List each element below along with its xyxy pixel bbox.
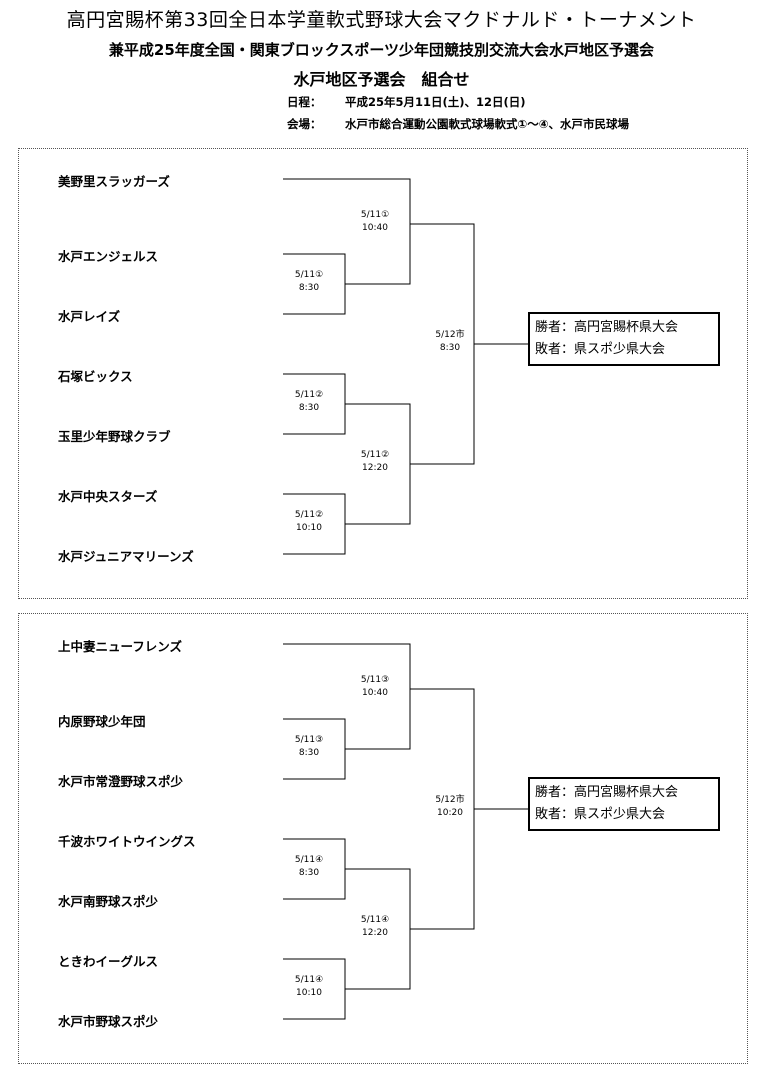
team-name: 水戸南野球スポ少 bbox=[58, 894, 159, 909]
loser-destination: 敗者：県スポ少県大会 bbox=[535, 807, 666, 822]
schedule-info: 日程： 平成25年5月11日(土)、12日(日) bbox=[287, 94, 526, 110]
game-date: 5/11② bbox=[360, 450, 390, 460]
team-name: 水戸市野球スポ少 bbox=[58, 1014, 159, 1029]
winner-destination: 勝者：高円宮賜杯県大会 bbox=[535, 785, 679, 800]
team-name: 千波ホワイトウイングス bbox=[58, 834, 196, 849]
result-box: 勝者：高円宮賜杯県大会 敗者：県スポ少県大会 bbox=[528, 312, 720, 366]
team-name: 石塚ビックス bbox=[58, 369, 133, 384]
team-name: 水戸レイズ bbox=[58, 309, 121, 324]
game-time: 8:30 bbox=[439, 343, 461, 353]
team-name: 水戸エンジェルス bbox=[58, 249, 159, 264]
game-label: 5/11④ 8:30 bbox=[289, 854, 329, 880]
winner-destination: 勝者：高円宮賜杯県大会 bbox=[535, 320, 679, 335]
date-value: 平成25年5月11日(土)、12日(日) bbox=[345, 95, 526, 109]
game-label: 5/11② 10:10 bbox=[289, 509, 329, 535]
game-time: 8:30 bbox=[298, 283, 320, 293]
final-game-label: 5/12市 8:30 bbox=[427, 329, 473, 355]
game-date: 5/11① bbox=[294, 270, 324, 280]
bracket-heading: 水戸地区予選会 組合せ bbox=[293, 70, 470, 89]
game-date: 5/11② bbox=[294, 510, 324, 520]
game-time: 10:10 bbox=[296, 523, 322, 533]
date-label: 日程： bbox=[287, 95, 322, 109]
result-box: 勝者：高円宮賜杯県大会 敗者：県スポ少県大会 bbox=[528, 777, 720, 831]
game-label: 5/11④ 12:20 bbox=[352, 914, 398, 940]
game-time: 8:30 bbox=[298, 748, 320, 758]
team-name: 内原野球少年団 bbox=[58, 714, 146, 729]
game-date: 5/12市 bbox=[435, 795, 465, 805]
team-name: 玉里少年野球クラブ bbox=[58, 429, 171, 444]
venue-label: 会場： bbox=[287, 117, 322, 131]
loser-destination: 敗者：県スポ少県大会 bbox=[535, 342, 666, 357]
game-time: 10:40 bbox=[362, 223, 388, 233]
game-date: 5/11① bbox=[360, 210, 390, 220]
game-time: 10:20 bbox=[437, 808, 463, 818]
team-name: 美野里スラッガーズ bbox=[58, 174, 170, 189]
game-label: 5/11② 8:30 bbox=[289, 389, 329, 415]
game-time: 10:40 bbox=[362, 688, 388, 698]
final-game-label: 5/12市 10:20 bbox=[427, 794, 473, 820]
venue-info: 会場： 水戸市総合運動公園軟式球場軟式①～④、水戸市民球場 bbox=[287, 116, 629, 132]
game-date: 5/12市 bbox=[435, 330, 465, 340]
bracket-block-b: 上中妻ニューフレンズ 内原野球少年団 水戸市常澄野球スポ少 千波ホワイトウイング… bbox=[18, 613, 748, 1064]
tournament-subtitle: 兼平成25年度全国・関東ブロックスポーツ少年団競技別交流大会水戸地区予選会 bbox=[108, 41, 655, 59]
team-name: 上中妻ニューフレンズ bbox=[58, 639, 183, 654]
tournament-title: 高円宮賜杯第33回全日本学童軟式野球大会マクドナルド・トーナメント bbox=[66, 9, 697, 31]
bracket-lines-a bbox=[283, 178, 528, 555]
game-date: 5/11② bbox=[294, 390, 324, 400]
game-label: 5/11④ 10:10 bbox=[289, 974, 329, 1000]
game-date: 5/11④ bbox=[360, 915, 390, 925]
game-label: 5/11② 12:20 bbox=[352, 449, 398, 475]
game-date: 5/11③ bbox=[294, 735, 324, 745]
game-label: 5/11③ 8:30 bbox=[289, 734, 329, 760]
game-label: 5/11① 10:40 bbox=[352, 209, 398, 235]
team-name: 水戸市常澄野球スポ少 bbox=[58, 774, 184, 789]
game-label: 5/11③ 10:40 bbox=[352, 674, 398, 700]
game-time: 12:20 bbox=[362, 928, 388, 938]
game-time: 8:30 bbox=[298, 403, 320, 413]
game-label: 5/11① 8:30 bbox=[289, 269, 329, 295]
game-date: 5/11④ bbox=[294, 855, 324, 865]
game-date: 5/11④ bbox=[294, 975, 324, 985]
game-time: 10:10 bbox=[296, 988, 322, 998]
bracket-lines-b bbox=[283, 643, 528, 1020]
venue-value: 水戸市総合運動公園軟式球場軟式①～④、水戸市民球場 bbox=[345, 117, 629, 131]
game-date: 5/11③ bbox=[360, 675, 390, 685]
game-time: 8:30 bbox=[298, 868, 320, 878]
team-name: ときわイーグルス bbox=[58, 954, 159, 969]
bracket-block-a: 美野里スラッガーズ 水戸エンジェルス 水戸レイズ 石塚ビックス 玉里少年野球クラ… bbox=[18, 148, 748, 599]
team-name: 水戸ジュニアマリーンズ bbox=[58, 549, 194, 564]
team-name: 水戸中央スターズ bbox=[58, 489, 158, 504]
game-time: 12:20 bbox=[362, 463, 388, 473]
